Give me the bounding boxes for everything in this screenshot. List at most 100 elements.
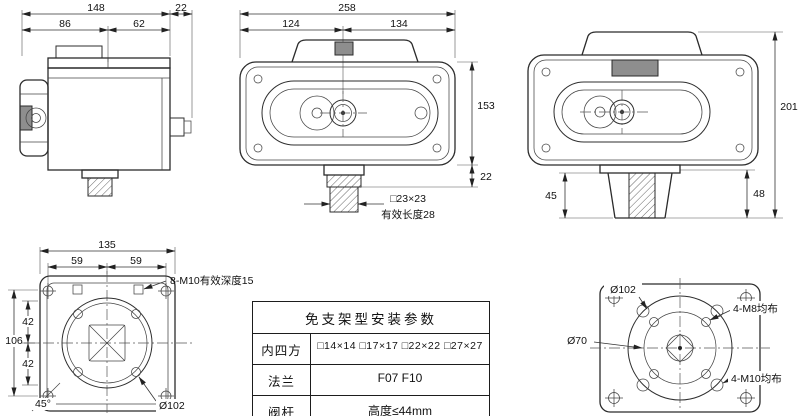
indicator-window bbox=[611, 59, 659, 77]
view4-dimensions: 135 59 59 106 42 42 bbox=[4, 239, 176, 397]
top-cover bbox=[581, 31, 703, 56]
dia-70-label: Ø70 bbox=[567, 335, 587, 347]
m10-note-label: 4-M10均布 bbox=[731, 373, 782, 385]
view1-actuator-body bbox=[19, 45, 192, 197]
top-screw bbox=[72, 284, 83, 295]
top-box bbox=[55, 45, 103, 59]
m10-hole bbox=[131, 309, 141, 319]
dim-148-label: 148 bbox=[87, 2, 105, 14]
bolt-depth-note: 8-M10有效深度15 bbox=[170, 274, 254, 287]
view-front: 258 124 134 153 22 □23×23 有效长度28 bbox=[239, 2, 495, 221]
m10-hole bbox=[73, 367, 83, 377]
dim-62-label: 62 bbox=[133, 18, 145, 30]
table-row: 法兰 F07 F10 bbox=[253, 365, 489, 396]
motor-end-cap bbox=[25, 107, 47, 129]
dim-86-label: 86 bbox=[59, 18, 71, 30]
stem-collar bbox=[81, 169, 119, 179]
view3-mounting-bracket bbox=[599, 164, 681, 219]
bolt-circle-102 bbox=[627, 295, 733, 401]
recess-outer bbox=[261, 80, 439, 146]
cover-screw bbox=[253, 74, 263, 84]
dim-201-label: 201 bbox=[780, 101, 798, 113]
row-value-flange: F07 F10 bbox=[377, 371, 423, 385]
cover-screw bbox=[735, 67, 745, 77]
cover-screw bbox=[541, 67, 551, 77]
stem-square-section bbox=[329, 186, 359, 213]
stem-collar bbox=[323, 164, 365, 176]
angle-45-label: 45° bbox=[35, 398, 51, 410]
dia-102-bottom-label: Ø102 bbox=[159, 400, 185, 412]
table-row: 内四方 □14×14 □17×17 □22×22 □27×27 bbox=[253, 334, 489, 365]
row-label-flange: 法兰 bbox=[253, 365, 311, 395]
top-cover bbox=[291, 39, 419, 63]
stem-length-label: 有效长度28 bbox=[381, 208, 435, 221]
row-value-stem: 高度≤44mm bbox=[368, 404, 432, 416]
cover-screw bbox=[541, 143, 551, 153]
view5-flange-plate bbox=[590, 278, 770, 413]
cover-screw bbox=[253, 143, 263, 153]
m10-hole bbox=[710, 378, 724, 392]
motor-housing bbox=[19, 79, 49, 157]
cover-screw bbox=[432, 74, 442, 84]
dim-59-left-label: 59 bbox=[71, 255, 83, 267]
corner-bolt-holes bbox=[605, 289, 755, 407]
view-flange: Ø102 Ø70 4-M8均布 4-M10均布 bbox=[560, 278, 798, 413]
view3-actuator-body bbox=[527, 31, 759, 166]
cable-gland bbox=[169, 117, 185, 137]
table-row: 阀杆 高度≤44mm bbox=[253, 396, 489, 416]
gear-housing bbox=[47, 67, 171, 171]
housing-outer bbox=[239, 61, 456, 166]
view3-dimensions: 201 48 45 bbox=[545, 31, 798, 219]
bracket-legs bbox=[607, 172, 673, 219]
stem-square-label: □23×23 bbox=[390, 193, 426, 205]
end-screw bbox=[414, 106, 428, 120]
square-drive-socket bbox=[88, 324, 126, 362]
dim-22-gland-label: 22 bbox=[175, 2, 187, 14]
dim-48-label: 48 bbox=[753, 188, 765, 200]
dia-102-label: Ø102 bbox=[610, 284, 636, 296]
m8-hole bbox=[701, 317, 711, 327]
row-label-stem: 阀杆 bbox=[253, 396, 311, 416]
recess-inner bbox=[269, 88, 431, 138]
view2-actuator-body bbox=[239, 39, 456, 166]
corner-bolt-holes bbox=[40, 283, 174, 404]
spec-table-title: 免支架型安装参数 bbox=[253, 302, 489, 334]
view5-annotations: Ø102 Ø70 4-M8均布 4-M10均布 bbox=[560, 283, 798, 385]
stem-mid bbox=[326, 174, 362, 188]
dim-134-label: 134 bbox=[390, 18, 408, 30]
square-drive bbox=[665, 333, 695, 363]
dim-124-label: 124 bbox=[282, 18, 300, 30]
m8-hole bbox=[649, 317, 659, 327]
indicator-window bbox=[334, 41, 354, 56]
spigot-circle bbox=[61, 297, 153, 389]
cover-screw bbox=[432, 143, 442, 153]
view-bottom: 135 59 59 106 42 42 bbox=[4, 239, 254, 413]
row-label-square-drive: 内四方 bbox=[253, 334, 311, 364]
m10-hole bbox=[636, 378, 650, 392]
view-side-left: 148 22 86 62 bbox=[19, 2, 193, 197]
view4-mounting-flange bbox=[24, 271, 192, 413]
top-screw bbox=[133, 284, 144, 295]
view1-dimensions: 148 22 86 62 bbox=[21, 2, 193, 118]
lid bbox=[47, 57, 171, 69]
row-value-square-drive: □14×14 □17×17 □22×22 □27×27 bbox=[317, 340, 483, 352]
view4-annotations: 8-M10有效深度15 45° Ø102 bbox=[30, 274, 254, 412]
dim-42-top-label: 42 bbox=[22, 316, 34, 328]
view2-dimensions: 258 124 134 153 22 □23×23 有效长度28 bbox=[239, 2, 495, 221]
valve-stem bbox=[628, 172, 656, 219]
cover-screw bbox=[735, 143, 745, 153]
dim-153-label: 153 bbox=[477, 100, 495, 112]
output-stem bbox=[87, 177, 113, 197]
flange-inner bbox=[46, 282, 169, 405]
m8-hole bbox=[701, 369, 711, 379]
recess-inner bbox=[561, 89, 703, 135]
dim-258-label: 258 bbox=[338, 2, 356, 14]
bracket-flange bbox=[599, 164, 681, 174]
bolt-circle-70 bbox=[643, 311, 717, 385]
m10-hole bbox=[131, 367, 141, 377]
dim-42-bottom-label: 42 bbox=[22, 358, 34, 370]
dim-106-label: 106 bbox=[5, 335, 23, 347]
dim-59-right-label: 59 bbox=[130, 255, 142, 267]
m10-hole bbox=[73, 309, 83, 319]
center-hub bbox=[666, 334, 694, 362]
